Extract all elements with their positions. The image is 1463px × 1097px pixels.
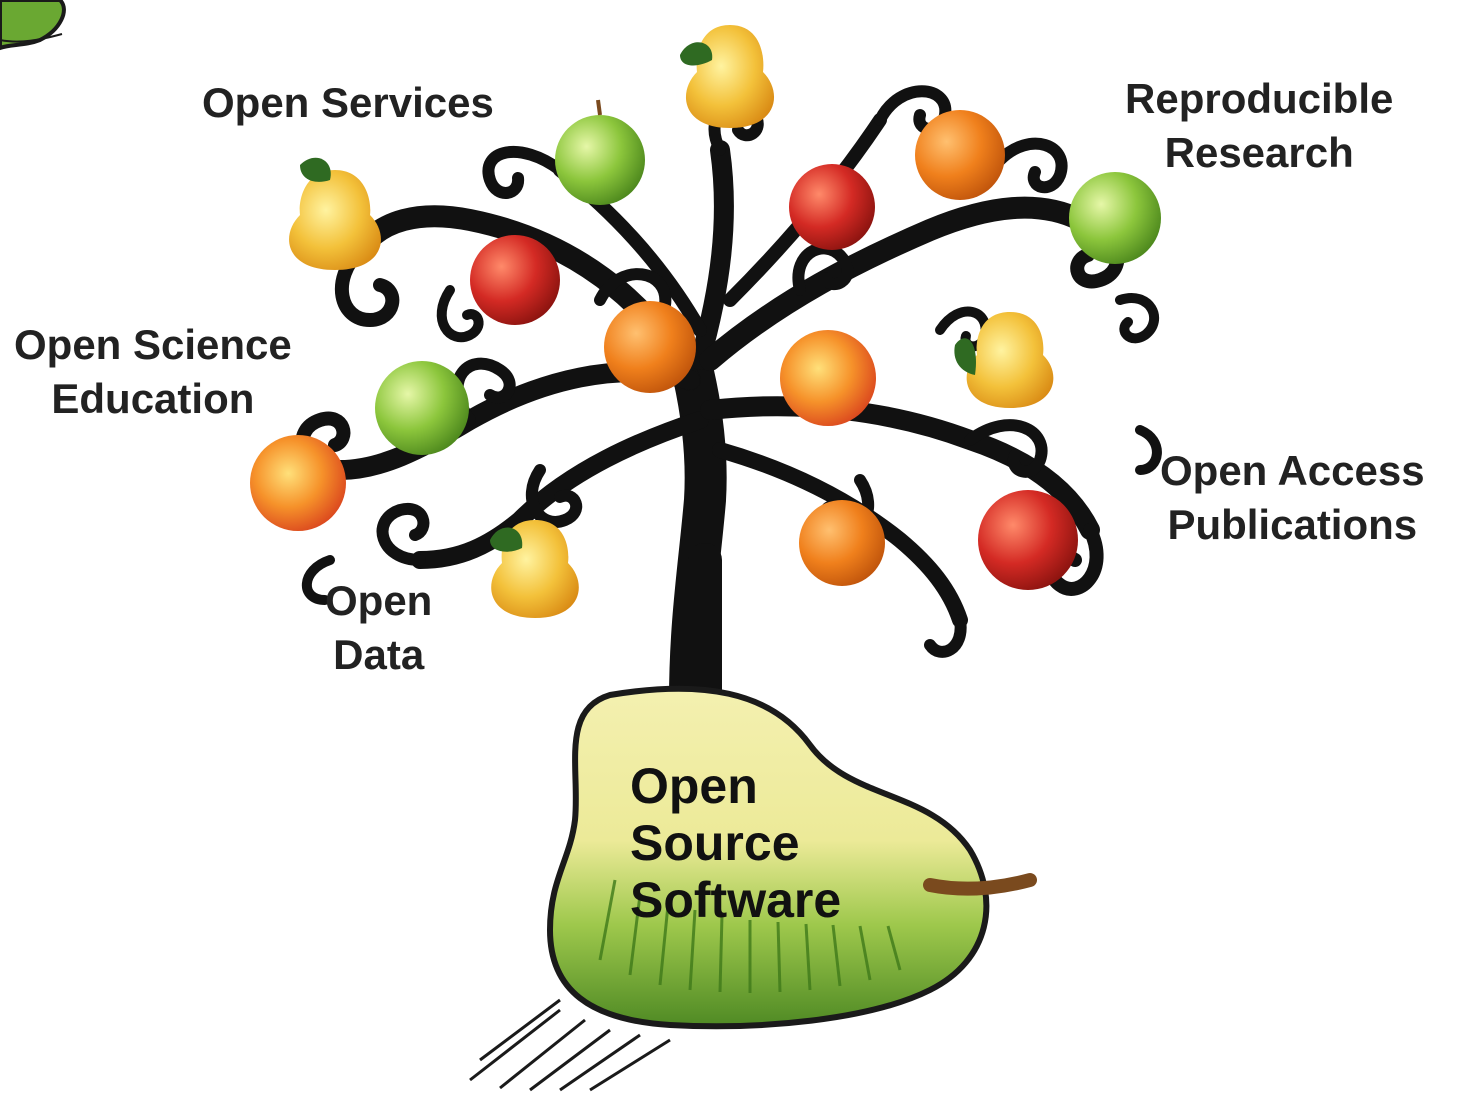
pear-icon bbox=[954, 312, 1054, 408]
apple-icon bbox=[555, 99, 645, 205]
label-open-services: Open Services bbox=[202, 79, 494, 126]
orange-icon bbox=[604, 301, 696, 393]
apple-icon bbox=[780, 330, 876, 426]
pear-icon bbox=[289, 157, 381, 270]
label-open-data: Open Data bbox=[325, 577, 433, 678]
label-reproducible-research: Reproducible Research bbox=[1125, 75, 1394, 176]
apple-icon bbox=[470, 235, 560, 325]
label-open-access-publications: Open Access Publications bbox=[1160, 447, 1425, 548]
apple-icon bbox=[375, 361, 469, 455]
apple-icon bbox=[978, 490, 1078, 590]
orange-icon bbox=[799, 500, 885, 586]
pear-icon bbox=[680, 25, 775, 128]
label-open-science-education: Open Science Education bbox=[14, 321, 292, 422]
apple-icon bbox=[789, 164, 875, 250]
label-open-source-software: Open Source Software bbox=[630, 758, 842, 928]
apple-icon bbox=[1069, 172, 1161, 264]
logo-corner-icon bbox=[0, 0, 66, 51]
orange-icon bbox=[915, 110, 1005, 200]
apple-icon bbox=[250, 435, 346, 531]
pear-icon bbox=[490, 520, 579, 618]
root-pear-icon bbox=[469, 685, 1037, 1092]
